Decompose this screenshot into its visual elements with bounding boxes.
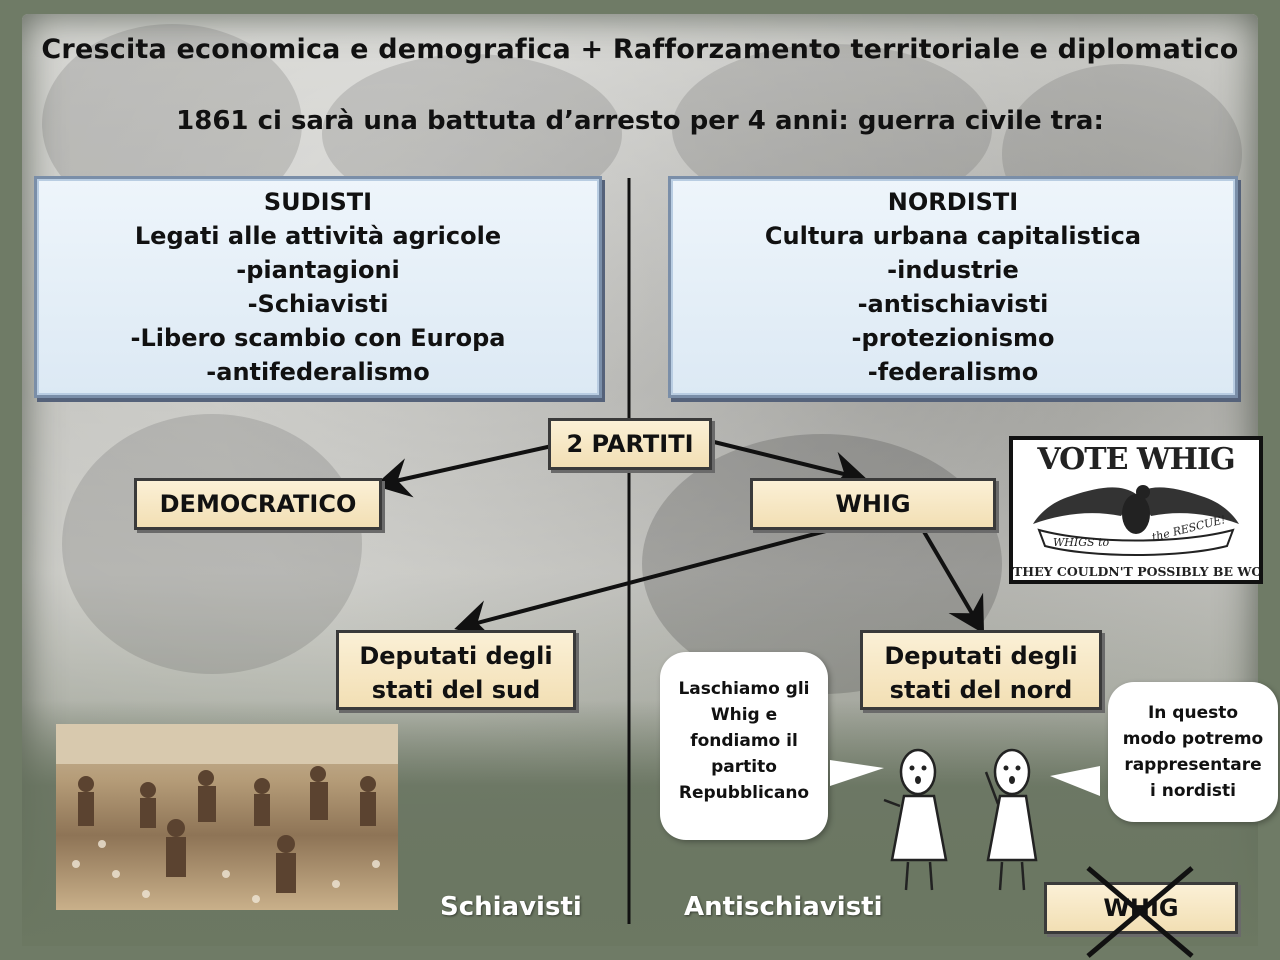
slide-title: Crescita economica e demografica + Raffo… (41, 34, 1239, 65)
democratico-box: DEMOCRATICO (134, 478, 382, 530)
partiti-box: 2 PARTITI (548, 418, 712, 470)
sudisti-line: Legati alle attività agricole (134, 222, 502, 250)
cross-mark-icon (1086, 866, 1194, 958)
speech-bubble-left: Laschiamo gli Whig e fondiamo il partito… (660, 652, 828, 840)
bubble-line: fondiamo il (690, 731, 798, 751)
north-deputies-box: Deputati degli stati del nord (860, 630, 1102, 710)
label-schiavisti: Schiavisti (440, 892, 582, 922)
south-deputies-box: Deputati degli stati del sud (336, 630, 576, 710)
sudisti-heading: SUDISTI (263, 188, 373, 216)
speech-bubble-right: In questo modo potremo rappresentare i n… (1108, 682, 1278, 822)
north-deputies-line: stati del nord (889, 676, 1073, 704)
slide-subtitle: 1861 ci sarà una battuta d’arresto per 4… (176, 106, 1104, 136)
bubble-line: In questo (1147, 703, 1239, 723)
sudisti-line: -antifederalismo (206, 358, 430, 386)
whig-box: WHIG (750, 478, 996, 530)
north-deputies-line: Deputati degli (884, 642, 1078, 670)
nordisti-line: -industrie (887, 256, 1019, 284)
label-antischiavisti: Antischiavisti (684, 892, 883, 922)
bubble-line: i nordisti (1150, 781, 1236, 801)
poster-headline: VOTE WHIG (1037, 442, 1235, 477)
arrow-to-whig (709, 439, 868, 491)
eagle-icon (1033, 485, 1239, 556)
poster-ribbon-left: WHIGS to (1053, 536, 1110, 549)
stick-figure-icon (984, 748, 1038, 891)
sudisti-box: SUDISTI Legati alle attività agricole -p… (34, 176, 602, 398)
nordisti-line: -protezionismo (851, 324, 1055, 352)
bubble-line: modo potremo (1122, 729, 1264, 749)
sudisti-line: -piantagioni (236, 256, 400, 284)
poster-footer: THEY COULDN'T POSSIBLY BE WORSE (1013, 564, 1259, 579)
south-deputies-line: Deputati degli (359, 642, 553, 670)
bubble-line: rappresentare (1124, 755, 1262, 775)
bubble-line: Whig e (710, 705, 778, 725)
arrow-to-north-deputies (921, 528, 985, 634)
bubble-line: Laschiamo gli (678, 679, 810, 699)
arrow-to-south-deputies (454, 528, 831, 640)
sudisti-line: -Libero scambio con Europa (130, 324, 506, 352)
arrow-to-democratico (374, 444, 553, 498)
workers-illustration (56, 724, 398, 903)
sudisti-line: -Schiavisti (247, 290, 389, 318)
south-deputies-line: stati del sud (371, 676, 541, 704)
bubble-line: partito (711, 757, 777, 777)
nordisti-box: NORDISTI Cultura urbana capitalistica -i… (668, 176, 1238, 398)
nordisti-line: -antischiavisti (857, 290, 1049, 318)
nordisti-line: -federalismo (867, 358, 1039, 386)
vote-whig-poster: VOTE WHIG WHIGS to the RESCUE! THEY COUL… (1009, 436, 1263, 584)
nordisti-heading: NORDISTI (887, 188, 1019, 216)
stick-figure-icon (883, 748, 948, 891)
stick-figures (830, 748, 1100, 891)
nordisti-line: Cultura urbana capitalistica (764, 222, 1142, 250)
bubble-line: Repubblicano (678, 783, 810, 803)
cotton-field-photo (56, 724, 398, 910)
engraving-figure (62, 414, 362, 674)
